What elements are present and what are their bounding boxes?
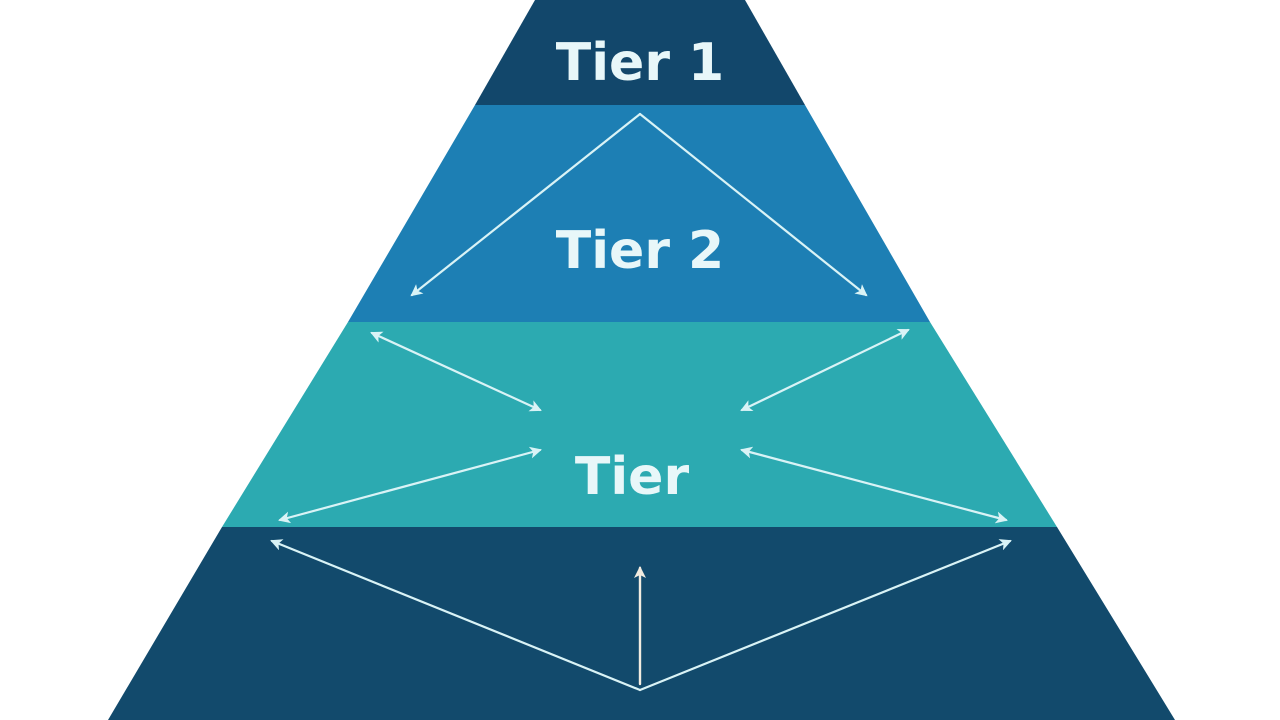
tier-3-arrow-lower-left [278, 446, 542, 524]
tier-4-arrow-left [270, 539, 642, 692]
tier-band-4 [108, 527, 1175, 720]
tier-3-arrow-upper-left [370, 331, 542, 412]
tier-3-arrow-upper-right [740, 328, 910, 412]
tier-2-arrow-left [410, 112, 642, 297]
tier-3-label: Tier [575, 447, 690, 507]
tier-2-arrows [410, 112, 868, 297]
tier-3-arrows [278, 328, 1008, 524]
tier-2-label: Tier 2 [556, 221, 725, 281]
tier-1-label: Tier 1 [556, 33, 725, 93]
tier-band-2 [348, 105, 930, 322]
tier-band-1 [475, 0, 805, 105]
tier-2-arrow-right [638, 112, 868, 297]
tier-3-arrow-lower-right [740, 446, 1008, 524]
tier-4-arrows [270, 539, 1012, 692]
tier-4-arrow-right [638, 539, 1012, 692]
